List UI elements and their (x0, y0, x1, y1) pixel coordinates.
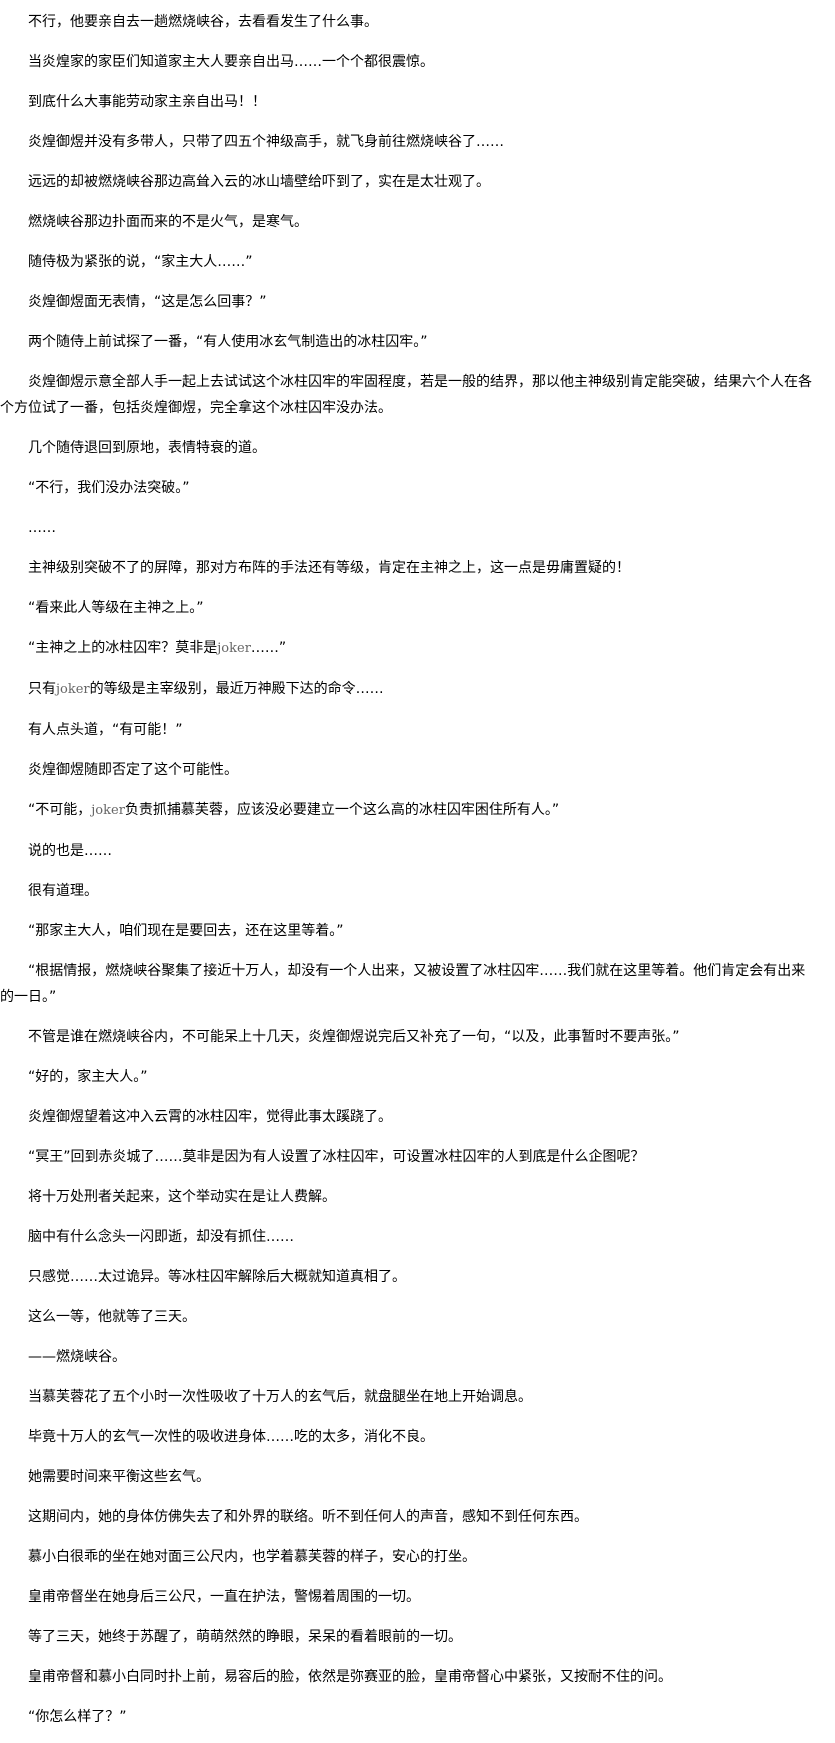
paragraph: “根据情报，燃烧峡谷聚集了接近十万人，却没有一个人出来，又被设置了冰柱囚牢……我… (0, 963, 806, 1005)
latin-term: joker (91, 803, 125, 818)
article-body: 不行，他要亲自去一趟燃烧峡谷，去看看发生了什么事。当炎煌家的家臣们知道家主大人要… (0, 14, 814, 1725)
paragraph: 皇甫帝督和慕小白同时扑上前，易容后的脸，依然是弥赛亚的脸，皇甫帝督心中紧张，又按… (28, 1669, 672, 1685)
paragraph: 炎煌御煜并没有多带人，只带了四五个神级高手，就飞身前往燃烧峡谷了…… (28, 134, 504, 150)
paragraph: 只有joker的等级是主宰级别，最近万神殿下达的命令…… (0, 676, 814, 703)
latin-term: joker (56, 682, 90, 697)
paragraph: 炎煌御煜面无表情，“这是怎么回事？” (28, 294, 267, 310)
paragraph: 主神级别突破不了的屏障，那对方布阵的手法还有等级，肯定在主神之上，这一点是毋庸置… (28, 560, 630, 576)
paragraph: 随侍极为紧张的说，“家主大人……” (28, 254, 253, 270)
paragraph: 不管是谁在燃烧峡谷内，不可能呆上十几天，炎煌御煜说完后又补充了一句，“以及，此事… (28, 1029, 680, 1045)
paragraph: 炎煌御煜随即否定了这个可能性。 (28, 762, 238, 778)
paragraph: 当炎煌家的家臣们知道家主大人要亲自出马……一个个都很震惊。 (28, 54, 434, 70)
paragraph: “那家主大人，咱们现在是要回去，还在这里等着。” (28, 923, 344, 939)
latin-term: joker (217, 641, 251, 656)
paragraph-segment: 只有 (28, 681, 56, 697)
paragraph: ——燃烧峡谷。 (28, 1349, 126, 1365)
paragraph-segment: 的等级是主宰级别，最近万神殿下达的命令…… (89, 681, 384, 697)
paragraph: 很有道理。 (28, 883, 98, 899)
paragraph: 远远的却被燃烧峡谷那边高耸入云的冰山墙壁给吓到了，实在是太壮观了。 (28, 174, 490, 190)
paragraph: 当慕芙蓉花了五个小时一次性吸收了十万人的玄气后，就盘腿坐在地上开始调息。 (28, 1389, 532, 1405)
paragraph: “看来此人等级在主神之上。” (28, 600, 204, 616)
paragraph: 这么一等，他就等了三天。 (28, 1309, 196, 1325)
paragraph: 只感觉……太过诡异。等冰柱囚牢解除后大概就知道真相了。 (28, 1269, 406, 1285)
paragraph-segment: ……” (250, 640, 287, 656)
paragraph: 毕竟十万人的玄气一次性的吸收进身体……吃的太多，消化不良。 (28, 1429, 434, 1445)
paragraph: 炎煌御煜望着这冲入云霄的冰柱囚牢，觉得此事太蹊跷了。 (28, 1109, 392, 1125)
paragraph: 两个随侍上前试探了一番，“有人使用冰玄气制造出的冰柱囚牢。” (28, 334, 428, 350)
paragraph-segment: 负责抓捕慕芙蓉，应该没必要建立一个这么高的冰柱囚牢困住所有人。” (124, 802, 560, 818)
paragraph: 这期间内，她的身体仿佛失去了和外界的联络。听不到任何人的声音，感知不到任何东西。 (28, 1509, 588, 1525)
paragraph: “不可能，joker负责抓捕慕芙蓉，应该没必要建立一个这么高的冰柱囚牢困住所有人… (0, 797, 814, 824)
paragraph: “好的，家主大人。” (28, 1069, 148, 1085)
paragraph: “主神之上的冰柱囚牢？莫非是joker……” (0, 635, 814, 662)
paragraph: 几个随侍退回到原地，表情特衰的道。 (28, 440, 266, 456)
paragraph: 到底什么大事能劳动家主亲自出马！！ (28, 94, 266, 110)
paragraph-segment: “主神之上的冰柱囚牢？莫非是 (28, 640, 218, 656)
paragraph: …… (28, 520, 56, 536)
paragraph: 燃烧峡谷那边扑面而来的不是火气，是寒气。 (28, 214, 308, 230)
paragraph: 脑中有什么念头一闪即逝，却没有抓住…… (28, 1229, 294, 1245)
paragraph: 有人点头道，“有可能！” (28, 722, 183, 738)
paragraph: “不行，我们没办法突破。” (28, 480, 190, 496)
paragraph: 炎煌御煜示意全部人手一起上去试试这个冰柱囚牢的牢固程度，若是一般的结界，那以他主… (0, 374, 812, 416)
paragraph: 慕小白很乖的坐在她对面三公尺内，也学着慕芙蓉的样子，安心的打坐。 (28, 1549, 476, 1565)
paragraph: 等了三天，她终于苏醒了，萌萌然然的睁眼，呆呆的看着眼前的一切。 (28, 1629, 462, 1645)
paragraph: 说的也是…… (28, 843, 112, 859)
paragraph: 将十万处刑者关起来，这个举动实在是让人费解。 (28, 1189, 336, 1205)
paragraph: 不行，他要亲自去一趟燃烧峡谷，去看看发生了什么事。 (28, 14, 378, 30)
paragraph: “你怎么样了？” (28, 1709, 127, 1725)
paragraph: 皇甫帝督坐在她身后三公尺，一直在护法，警惕着周围的一切。 (28, 1589, 420, 1605)
paragraph: 她需要时间来平衡这些玄气。 (28, 1469, 210, 1485)
paragraph: “冥王”回到赤炎城了……莫非是因为有人设置了冰柱囚牢，可设置冰柱囚牢的人到底是什… (28, 1149, 645, 1165)
paragraph-segment: “不可能， (28, 802, 92, 818)
